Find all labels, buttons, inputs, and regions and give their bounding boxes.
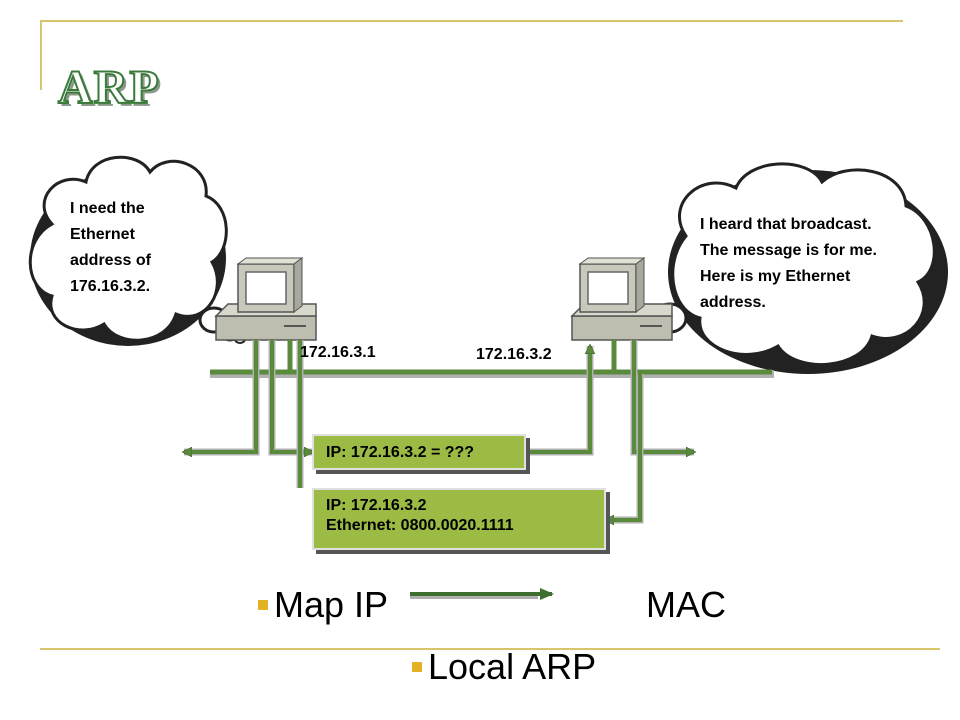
right-cloud-text: I heard that broadcast. The message is f… [700, 212, 877, 316]
left-host-ip: 172.16.3.1 [300, 344, 376, 361]
arp-reply-ip: IP: 172.16.3.2 [326, 497, 427, 514]
bullet-square-icon [258, 600, 268, 610]
broadcast-paths [184, 340, 694, 452]
local-arp-label: Local ARP [428, 646, 597, 687]
right-cloud-line: The message is for me. [700, 242, 877, 259]
bullet-local-arp: Local ARP [412, 646, 596, 688]
mac-label: MAC [646, 584, 726, 625]
left-cloud-line: address of [70, 252, 151, 269]
host-right-computer-icon [570, 257, 673, 341]
mac-text: MAC [646, 584, 726, 626]
map-ip-label: Map IP [274, 584, 389, 625]
left-cloud-line: 176.16.3.2. [70, 278, 151, 295]
arp-reply-ethernet: Ethernet: 0800.0020.1111 [326, 517, 514, 534]
right-host-ip: 172.16.3.2 [476, 346, 552, 363]
right-cloud-line: Here is my Ethernet [700, 268, 851, 285]
host-drops [287, 340, 617, 372]
left-cloud-line: Ethernet [70, 226, 135, 243]
arp-request-text: IP: 172.16.3.2 = ??? [326, 444, 475, 461]
bullet-map-ip: Map IP [258, 584, 388, 626]
arp-reply-packet: IP: 172.16.3.2 Ethernet: 0800.0020.1111 [312, 488, 606, 550]
left-cloud-text: I need the Ethernet address of 176.16.3.… [70, 196, 151, 300]
top-rule [40, 20, 903, 22]
map-arrow [410, 588, 554, 600]
host-left-computer-icon [214, 257, 317, 341]
reply-path [296, 340, 644, 520]
arp-request-packet: IP: 172.16.3.2 = ??? [312, 434, 526, 470]
right-cloud-line: I heard that broadcast. [700, 216, 872, 233]
network-bus [210, 369, 774, 378]
left-rule [40, 20, 42, 90]
bullet-square-icon [412, 662, 422, 672]
right-cloud-line: address. [700, 294, 766, 311]
bottom-rule [40, 648, 940, 650]
slide-title: ARP [57, 60, 160, 115]
left-cloud-line: I need the [70, 200, 145, 217]
